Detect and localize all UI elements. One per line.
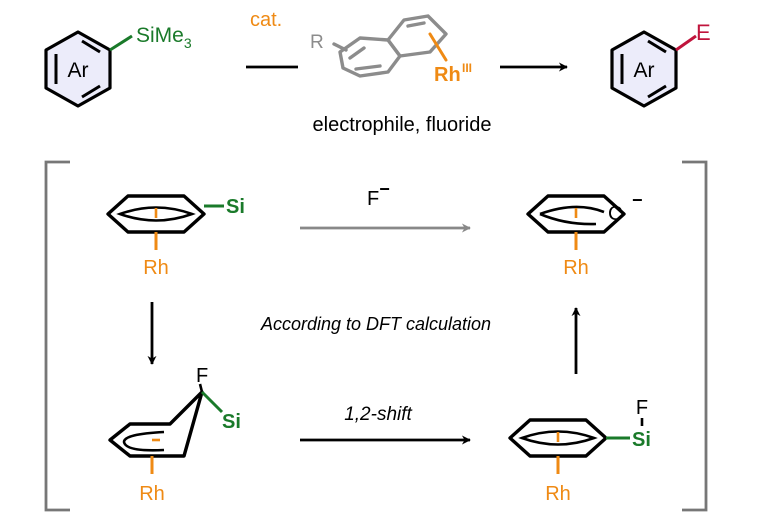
reactant-c-si-bond: [109, 34, 133, 52]
top-right-rh-label: Rh: [563, 257, 589, 279]
bottom-left-f-label: F: [196, 365, 208, 387]
adduct-c-si-bond: [200, 390, 224, 414]
adduct-c-f-bond: [198, 383, 204, 393]
fluoride-label: F: [367, 188, 379, 210]
top-right-charge: −: [632, 190, 643, 210]
reactant-subscript: 3: [184, 35, 192, 51]
top-left-si-label: Si: [226, 196, 245, 218]
intermediate-fluoride-adduct: [108, 383, 224, 474]
product-ring-label: Ar: [634, 59, 655, 82]
intermediate-aryl-anion: [526, 194, 626, 250]
bottom-right-si-label: Si: [632, 429, 651, 451]
catalyst-r-group: R: [310, 32, 324, 53]
reactant-substituent: SiMe: [136, 24, 184, 47]
catalyst-metal: Rh: [434, 64, 461, 86]
left-bracket: [44, 160, 70, 512]
product-c-e-bond: [675, 34, 697, 52]
right-bracket: [682, 160, 708, 512]
catalyst-label: cat.: [250, 9, 282, 31]
intermediate-arene-si: [106, 194, 224, 250]
intermediate-fluorosilyl-arene: [508, 418, 644, 474]
product-aryl-electrophile: Ar E: [610, 20, 711, 108]
dft-note: According to DFT calculation: [260, 314, 491, 334]
reactant-aryl-silane: Ar SiMe3: [44, 24, 192, 108]
shift-label: 1,2-shift: [344, 404, 412, 425]
bottom-left-rh-label: Rh: [139, 483, 165, 505]
catalyst-structure: [332, 14, 448, 78]
bottom-right-rh-label: Rh: [545, 483, 571, 505]
catalyst-rh-bond: [428, 32, 448, 62]
svg-text:F−: F−: [367, 179, 390, 210]
top-right-c-label: C: [608, 203, 622, 225]
bottom-left-si-label: Si: [222, 411, 241, 433]
top-left-rh-label: Rh: [143, 257, 169, 279]
bottom-right-f-label: F: [636, 397, 648, 419]
conditions-label: electrophile, fluoride: [313, 114, 492, 136]
svg-text:SiMe3: SiMe3: [136, 24, 192, 51]
reactant-ring-label: Ar: [68, 59, 89, 82]
product-substituent: E: [696, 20, 711, 45]
fluoride-charge: −: [379, 179, 390, 199]
catalyst-oxidation-state: III: [462, 61, 472, 75]
